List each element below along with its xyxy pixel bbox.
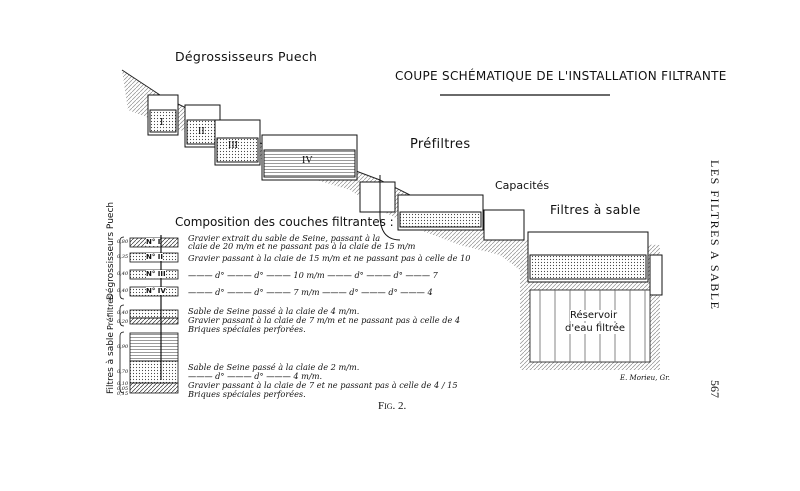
- thickness: 0,70: [117, 369, 129, 375]
- tank-i-label: I: [160, 117, 163, 128]
- legend-line: Gravier passant à la claie de 7 et ne pa…: [188, 380, 458, 390]
- legend-line: Gravier extrait du sable de Seine, passa…: [188, 233, 381, 243]
- prefiltre-tanks: [359, 175, 525, 241]
- label-filtres-a-sable: Filtres à sable: [550, 202, 641, 217]
- tank-ii-label: II: [198, 126, 205, 137]
- legend-group-degrossisseurs: Dégrossisseurs Puech: [106, 201, 116, 300]
- legend-line: Gravier passant à la claie de 7 m/m et n…: [188, 315, 461, 325]
- layer-label-i: N° I: [146, 238, 161, 246]
- legend-line: ——— d° ——— d° ——— 7 m/m ——— d° ——— d° ——…: [188, 287, 433, 297]
- label-prefiltres: Préfiltres: [410, 137, 471, 152]
- layer-label-iii: N° III: [146, 270, 166, 278]
- thickness: 0,80: [117, 239, 129, 245]
- thickness: 0,40: [117, 310, 129, 316]
- legend-line: ——— d° ——— d° ——— 10 m/m ——— d° ——— d° —…: [188, 270, 438, 280]
- figure-caption: Fig. 2.: [378, 400, 407, 412]
- legend-line: Sable de Seine passé à la claie de 2 m/m…: [188, 362, 360, 372]
- legend-line: Gravier passant à la claie de 15 m/m et …: [188, 253, 471, 263]
- tank-iv-label: IV: [302, 155, 313, 166]
- legend-heading: Composition des couches filtrantes :: [175, 215, 394, 229]
- legend-line: Sable de Seine passé à la claie de 4 m/m…: [188, 306, 360, 316]
- page-number: 567: [708, 380, 722, 398]
- legend-line: ——— d° ——— d° ——— 4 m/m.: [188, 371, 323, 381]
- legend-group-prefiltres: Préfiltres: [106, 294, 115, 330]
- figure-title: COUPE SCHÉMATIQUE DE L'INSTALLATION FILT…: [395, 69, 727, 83]
- legend-line: Briques spéciales perforées.: [188, 324, 306, 334]
- thickness: 0,10: [117, 381, 129, 387]
- thickness: 0,35: [117, 254, 129, 260]
- legend-group-filtres-sable: Filtres à sable: [106, 332, 116, 394]
- thickness: 0,90: [117, 344, 129, 350]
- label-reservoir: Réservoir: [570, 310, 618, 321]
- thickness: 0,20: [117, 319, 129, 325]
- layer-label-ii: N° II: [146, 253, 164, 261]
- label-eau-filtree: d'eau filtrée: [565, 323, 626, 334]
- tank-iii-label: III: [228, 140, 238, 151]
- thickness: 0,40: [117, 271, 129, 277]
- legend-line: claie de 20 m/m et ne passant pas à la c…: [188, 241, 416, 251]
- legend-line: Briques spéciales perforées.: [188, 389, 306, 399]
- thickness: 0,40: [117, 288, 129, 294]
- label-capacites: Capacités: [495, 179, 550, 192]
- engraver-signature: E. Morieu, Gr.: [620, 374, 671, 382]
- thickness: 0,15: [117, 391, 129, 397]
- thickness: 0,05: [117, 386, 129, 392]
- layer-label-iv: N° IV: [146, 287, 166, 295]
- label-degrossisseurs-puech: Dégrossisseurs Puech: [175, 49, 318, 64]
- sand-filter-tanks: [527, 231, 663, 296]
- degrossisseur-tanks: [147, 94, 358, 181]
- running-head: LES FILTRES A SABLE: [708, 160, 722, 311]
